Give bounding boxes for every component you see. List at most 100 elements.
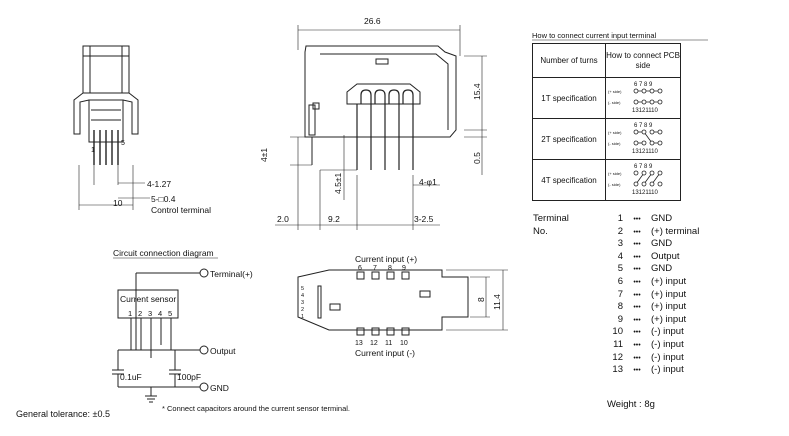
terminal-number: 10: [612, 326, 623, 338]
terminal-dots: •••: [633, 316, 641, 324]
weight: Weight : 8g: [607, 399, 655, 410]
minus-side: (- side): [608, 141, 621, 146]
terminal-row: 7 ••• (+) input: [533, 289, 703, 302]
row-4t-diagram: 6 7 8 9 (+ side) (- side) 13121110: [605, 159, 681, 201]
row-1t-diagram: 6 7 8 9 (+ side) (- side) 13121110: [605, 77, 681, 119]
top-pin-9: 9: [402, 265, 406, 272]
terminal-name: (-) input: [651, 326, 684, 338]
side-pin-3: 3: [301, 300, 304, 306]
cap1-label: 0.1uF: [120, 372, 142, 382]
nums-top: 6 7 8 9: [634, 123, 653, 129]
terminal-name: (+) terminal: [651, 225, 700, 237]
side-pin-4: 4: [301, 293, 304, 299]
terminal-row: 12 ••• (-) input: [533, 352, 703, 365]
terminal-number: 13: [612, 364, 623, 376]
terminal-dots: •••: [633, 367, 641, 375]
nums-bottom: 13121110: [632, 108, 658, 114]
terminal-dots: •••: [633, 266, 641, 274]
front-view: [73, 45, 150, 210]
terminal-number: 9: [617, 313, 623, 325]
terminal-row: 5•••GND: [533, 263, 703, 276]
current-sensor-label: Current sensor: [120, 294, 176, 304]
terminal-row: 3 ••• GND: [533, 238, 703, 251]
terminal-plus-label: Terminal(+): [210, 269, 253, 279]
current-input-minus: Current input (-): [355, 348, 415, 358]
terminal-dots: •••: [633, 278, 641, 286]
control-terminal-label: Control terminal: [151, 205, 211, 215]
terminal-name: (+) input: [651, 275, 687, 287]
terminal-number: 6: [617, 275, 623, 287]
terminal-dots: •••: [633, 304, 641, 312]
dim-depth: 10: [113, 198, 123, 208]
sensor-pin-5: 5: [168, 309, 172, 318]
side-pin-1: 1: [301, 314, 304, 320]
terminal-dots: •••: [633, 341, 641, 349]
row-2t-diagram: 6 7 8 9 (+ side) (- side) 13121110: [605, 118, 681, 160]
top-pin-8: 8: [388, 265, 392, 272]
terminal-number: 11: [613, 338, 623, 350]
terminal-dots: •••: [633, 241, 641, 249]
dim-pitch: 4-1.27: [147, 179, 171, 189]
connection-table: Number of turns How to connect PCB side …: [532, 43, 681, 201]
terminal-number: 12: [612, 351, 623, 363]
sensor-pin-2: 2: [138, 309, 142, 318]
bottom-pin-13: 13: [355, 340, 363, 347]
terminal-number: 1: [617, 213, 623, 224]
nums-bottom: 13121110: [632, 149, 658, 155]
minus-side: (- side): [608, 182, 621, 187]
terminal-name: (-) input: [651, 338, 684, 350]
current-input-plus: Current input (+): [355, 254, 417, 264]
terminal-dots: •••: [633, 253, 641, 261]
terminal-number: 7: [617, 288, 623, 300]
terminal-name: GND: [651, 238, 673, 250]
terminal-number: 2: [617, 225, 623, 237]
terminal-row: 9 ••• (+) input: [533, 314, 703, 327]
terminal-row: 4•••Output: [533, 251, 703, 264]
dim-hole: 4-φ1: [419, 177, 437, 187]
minus-side: (- side): [608, 100, 621, 105]
dim-20: 2.0: [277, 214, 289, 224]
header-connect: How to connect PCB side: [605, 43, 681, 78]
dim-width: 26.6: [364, 16, 381, 26]
sensor-pin-1: 1: [128, 309, 132, 318]
terminal-dots: •••: [633, 216, 641, 223]
top-pin-7: 7: [373, 265, 377, 272]
plus-side: (+ side): [608, 89, 622, 94]
terminal-name: (-) input: [651, 351, 684, 363]
bottom-pin-12: 12: [370, 340, 378, 347]
terminal-name: (+) input: [651, 301, 687, 313]
output-label: Output: [210, 346, 236, 356]
terminal-number: 3: [617, 238, 623, 250]
dim-154: 15.4: [472, 83, 482, 100]
connect-table-title: How to connect current input terminal: [532, 31, 657, 40]
terminal-row: 6 ••• (+) input: [533, 276, 703, 289]
header-turns: Number of turns: [532, 43, 606, 78]
terminal-row: 10•••(-) input: [533, 326, 703, 339]
dim-325: 3-2.5: [414, 214, 434, 224]
nums-top: 6 7 8 9: [634, 82, 653, 88]
side-view: [275, 25, 487, 230]
dim-92: 9.2: [328, 214, 340, 224]
plus-side: (+ side): [608, 171, 622, 176]
terminal-name: (-) input: [651, 364, 684, 376]
terminal-dots: •••: [633, 291, 641, 299]
sensor-pin-3: 3: [148, 309, 152, 318]
row-2t-label: 2T specification: [532, 118, 606, 160]
sensor-pin-4: 4: [158, 309, 162, 318]
terminal-name: Output: [651, 250, 680, 262]
gnd-label: GND: [210, 383, 229, 393]
terminal-dots: •••: [633, 354, 641, 362]
plus-side: (+ side): [608, 130, 622, 135]
dim-05: 0.5: [472, 152, 482, 164]
top-view: [297, 269, 508, 336]
top-pin-6: 6: [358, 265, 362, 272]
side-pin-5: 5: [301, 286, 304, 292]
terminal-name: (+) input: [651, 313, 687, 325]
terminal-number: 5: [617, 263, 623, 275]
terminal-dots: •••: [633, 228, 641, 236]
nums-bottom: 13121110: [632, 190, 658, 196]
cap2-label: 100pF: [177, 372, 201, 382]
terminal-name: (+) input: [651, 288, 687, 300]
bottom-pin-11: 11: [385, 340, 392, 347]
